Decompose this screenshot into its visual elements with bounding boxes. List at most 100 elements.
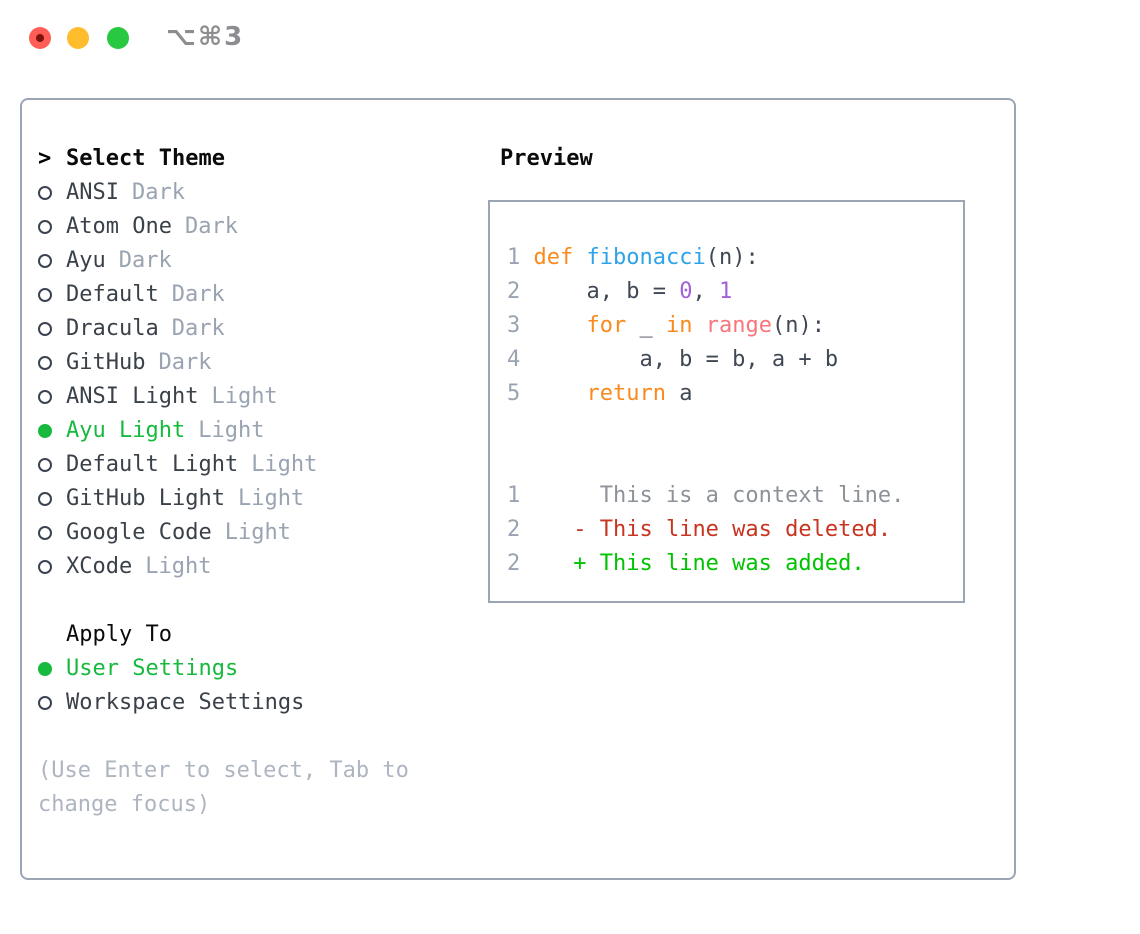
theme-option[interactable]: ANSI Dark <box>38 176 438 210</box>
radio-icon <box>38 560 52 574</box>
theme-variant-tag: Dark <box>184 214 238 239</box>
code-token <box>692 313 705 338</box>
theme-option-label: ANSI Light <box>66 384 199 409</box>
theme-variant-tag: Dark <box>131 180 185 205</box>
radio-icon <box>38 186 52 200</box>
radio-icon <box>38 390 52 404</box>
unsaved-dot-icon <box>36 34 44 42</box>
code-token: This is a context line. <box>533 483 905 508</box>
theme-variant-tag: Light <box>145 554 212 579</box>
radio-icon <box>38 288 52 302</box>
code-token: - This line was deleted. <box>573 517 892 542</box>
apply-option-label: Workspace Settings <box>66 690 305 715</box>
code-token: a, b = b, a + b <box>533 347 839 372</box>
code-token: (n): <box>771 313 825 338</box>
theme-option-label: Ayu Light <box>66 418 186 443</box>
code-token: , <box>692 279 719 304</box>
theme-option-label: Ayu <box>66 248 106 273</box>
radio-icon <box>38 322 52 336</box>
theme-option[interactable]: XCode Light <box>38 550 438 584</box>
preview-title: Preview <box>500 146 593 171</box>
code-line: 4 a, b = b, a + b <box>507 343 963 377</box>
theme-variant-tag: Light <box>251 452 318 477</box>
code-token <box>533 381 586 406</box>
code-token: a, b = <box>533 279 680 304</box>
code-line: 2 + This line was added. <box>507 547 963 581</box>
line-number: 1 <box>507 245 521 270</box>
theme-variant-tag: Light <box>224 520 291 545</box>
theme-option[interactable]: GitHub Dark <box>38 346 438 380</box>
hint-text: (Use Enter to select, Tab to change focu… <box>38 758 409 817</box>
apply-option[interactable]: User Settings <box>38 652 438 686</box>
apply-option[interactable]: Workspace Settings <box>38 686 438 720</box>
radio-icon <box>38 458 52 472</box>
theme-variant-tag: Dark <box>158 350 212 375</box>
code-line: 1 def fibonacci(n): <box>507 241 963 275</box>
apply-option-label: User Settings <box>66 656 239 681</box>
code-token: return <box>586 381 666 406</box>
radio-selected-icon <box>38 424 52 438</box>
close-button[interactable] <box>29 27 51 49</box>
theme-option[interactable]: Dracula Dark <box>38 312 438 346</box>
radio-icon <box>38 254 52 268</box>
theme-option-label: GitHub Light <box>66 486 225 511</box>
code-token: fibonacci <box>586 245 706 270</box>
theme-option-label: Atom One <box>66 214 172 239</box>
code-token: def <box>533 245 574 270</box>
code-token <box>533 517 573 542</box>
code-token: 1 <box>718 279 733 304</box>
code-token <box>533 551 573 576</box>
theme-variant-tag: Dark <box>171 316 225 341</box>
theme-option-label: Default <box>66 282 159 307</box>
line-number: 2 <box>507 551 521 576</box>
code-token: _ <box>626 313 666 338</box>
code-token: + This line was added. <box>573 551 865 576</box>
code-token: range <box>705 313 772 338</box>
radio-selected-icon <box>38 662 52 676</box>
code-line: 2 a, b = 0, 1 <box>507 275 963 309</box>
theme-option-label: Dracula <box>66 316 159 341</box>
theme-option[interactable]: Ayu Dark <box>38 244 438 278</box>
theme-option-label: XCode <box>66 554 133 579</box>
theme-option-label: GitHub <box>66 350 146 375</box>
line-number: 2 <box>507 517 521 542</box>
theme-option[interactable]: ANSI Light Light <box>38 380 438 414</box>
code-token: for <box>586 313 627 338</box>
theme-variant-tag: Dark <box>118 248 172 273</box>
code-line: 3 for _ in range(n): <box>507 309 963 343</box>
minimize-button[interactable] <box>67 27 89 49</box>
radio-icon <box>38 696 52 710</box>
blank-line <box>507 411 963 479</box>
theme-variant-tag: Light <box>237 486 305 511</box>
theme-variant-tag: Light <box>211 384 278 409</box>
code-token <box>573 245 586 270</box>
zoom-button[interactable] <box>107 27 129 49</box>
radio-icon <box>38 220 52 234</box>
apply-to-header: Apply To <box>66 622 172 647</box>
apply-to-header-row: Apply To <box>38 618 438 652</box>
code-token: (n): <box>705 245 759 270</box>
radio-icon <box>38 356 52 370</box>
radio-icon <box>38 492 52 506</box>
line-number: 4 <box>507 347 521 372</box>
line-number: 1 <box>507 483 521 508</box>
theme-option[interactable]: Atom One Dark <box>38 210 438 244</box>
line-number: 5 <box>507 381 521 406</box>
code-line: 5 return a <box>507 377 963 411</box>
radio-icon <box>38 526 52 540</box>
theme-option-label: ANSI <box>66 180 119 205</box>
theme-list-header-row: > Select Theme <box>38 142 438 176</box>
line-number: 2 <box>507 279 521 304</box>
line-number: 3 <box>507 313 521 338</box>
theme-option[interactable]: GitHub Light Light <box>38 482 438 516</box>
